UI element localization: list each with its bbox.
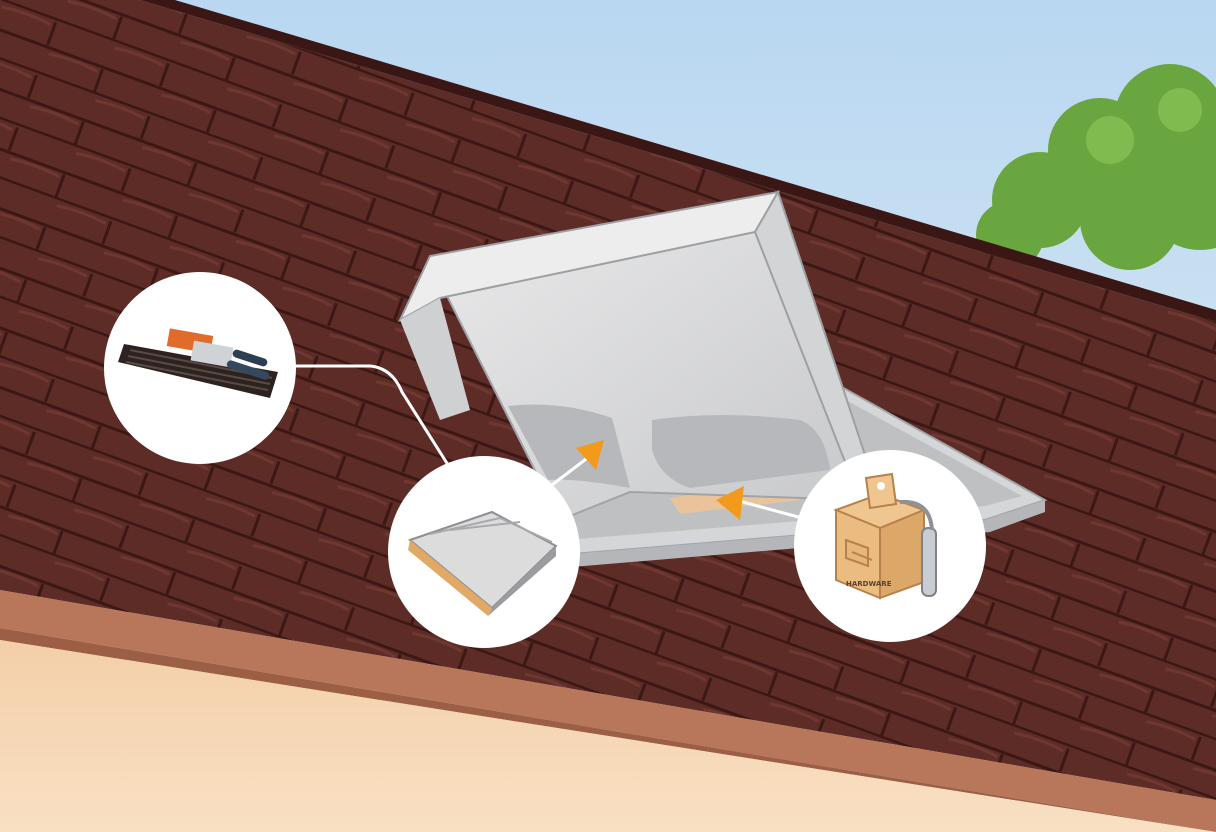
arrow-head-right — [716, 486, 744, 520]
hatch-lid-recess-left — [508, 404, 630, 488]
caulk-gun-on-shingle-icon — [118, 328, 278, 398]
hardware-box-label: HARDWARE — [846, 580, 892, 588]
roof-fascia — [0, 590, 1216, 832]
hatch-lid-recess-right — [652, 415, 830, 488]
house-wall — [0, 640, 1216, 832]
hatch-curb-front — [533, 470, 1045, 568]
hardware-box-icon: HARDWARE — [833, 472, 937, 600]
callout-flashing — [388, 456, 580, 648]
roof-fascia-shadow — [0, 628, 1216, 832]
arrow-head-left — [576, 440, 604, 470]
callout-hardware-box: HARDWARE — [794, 450, 986, 642]
tree-highlight — [1086, 88, 1202, 164]
leader-flashing — [547, 454, 591, 490]
metal-flashing-sheet-icon — [407, 510, 558, 616]
roof-ridge-edge — [140, 0, 1216, 322]
hatch-lid-rim-left — [400, 298, 470, 420]
leader-sealant — [296, 364, 452, 469]
callout-sealant-tool — [104, 272, 296, 464]
